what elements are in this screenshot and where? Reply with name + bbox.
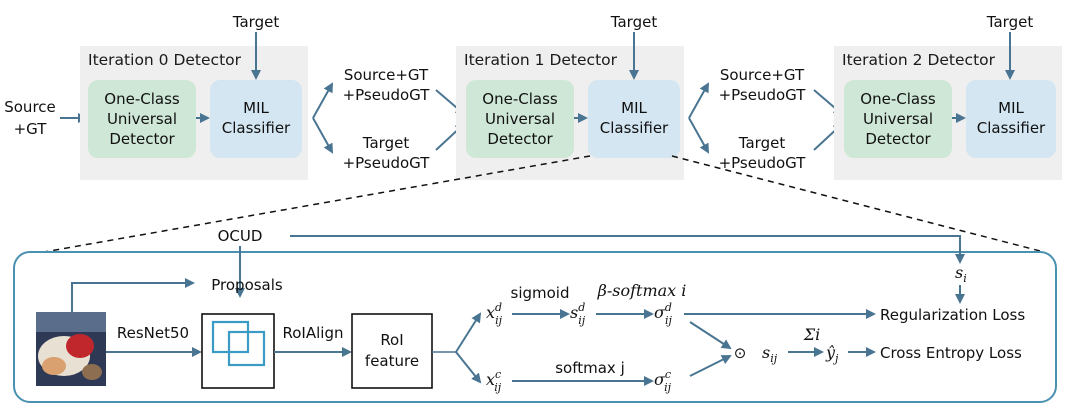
gt-label: +GT (14, 120, 48, 138)
softmax-j-label: softmax j (555, 359, 625, 377)
sigmoid-label: sigmoid (511, 284, 570, 302)
branch-0-to-1: Source+GT +PseudoGT Target +PseudoGT (312, 66, 466, 172)
iter1-ocud-line3: Detector (487, 130, 553, 148)
iter2-ocud-box (844, 80, 952, 158)
proposal-box-2 (227, 330, 266, 367)
iter2-ocud-line2: Universal (863, 110, 933, 128)
iteration-2-title: Iteration 2 Detector (842, 51, 996, 69)
zoom-line-right (671, 155, 1045, 253)
iter1-mil-line1: MIL (621, 99, 647, 117)
ocud-label: OCUD (218, 227, 263, 245)
branch12-lower-line2: +PseudoGT (719, 154, 807, 172)
iter1-mil-box (588, 80, 680, 158)
proposal-box-1 (211, 320, 250, 354)
iter1-ocud-box (466, 80, 574, 158)
ocud-to-si-arrow (290, 235, 965, 264)
s-i: si (955, 263, 967, 285)
roi-feature-box (351, 313, 433, 389)
iter2-mil-box (966, 80, 1056, 158)
zoom-line-left (43, 155, 591, 253)
s-ij: sij (762, 343, 778, 365)
iteration-2-panel: Iteration 2 Detector One-Class Universal… (834, 46, 1062, 180)
beta-softmax-label: β-softmax i (597, 281, 687, 300)
branch12-upper-line2: +PseudoGT (719, 86, 807, 104)
iter0-mil-line2: Classifier (222, 119, 291, 137)
regularization-loss-label: Regularization Loss (880, 306, 1025, 324)
resnet-label: ResNet50 (117, 324, 189, 342)
iter2-mil-line1: MIL (998, 99, 1024, 117)
y-hat-j: ŷj (825, 343, 839, 365)
iter2-ocud-line1: One-Class (860, 90, 936, 108)
branch01-upper-line2: +PseudoGT (343, 86, 431, 104)
iter0-ocud-line2: Universal (107, 110, 177, 128)
iter2-mil-line2: Classifier (977, 119, 1046, 137)
iteration-0-title: Iteration 0 Detector (88, 51, 242, 69)
feature-map-box (201, 313, 275, 389)
branch01-upper-line1: Source+GT (344, 66, 429, 84)
iter1-ocud-line2: Universal (485, 110, 555, 128)
sigmac-to-odot-arrow (689, 355, 732, 377)
roi-feature-line2: feature (365, 352, 419, 370)
odot-symbol: ⊙ (734, 344, 747, 362)
mil-classifier-detail-frame (13, 251, 1057, 403)
branch01-lower-line1: Target (362, 134, 410, 152)
proposals-label: Proposals (211, 276, 283, 294)
branch12-upper-line1: Source+GT (720, 66, 805, 84)
image-to-proposals-arrow (71, 278, 195, 312)
sigmad-to-odot-arrow (689, 321, 732, 350)
iter1-target-label: Target (610, 13, 658, 31)
iter2-ocud-line3: Detector (865, 130, 931, 148)
source-label: Source (4, 98, 56, 116)
branch-1-to-2: Source+GT +PseudoGT Target +PseudoGT (688, 66, 844, 172)
iteration-1-title: Iteration 1 Detector (464, 51, 618, 69)
iter2-target-label: Target (986, 13, 1034, 31)
cross-entropy-loss-label: Cross Entropy Loss (880, 344, 1022, 362)
iter1-ocud-line1: One-Class (482, 90, 558, 108)
roi-feature-line1: RoI (380, 331, 403, 349)
iter0-ocud-line1: One-Class (104, 90, 180, 108)
iteration-0-panel: Iteration 0 Detector One-Class Universal… (80, 46, 308, 180)
branch01-lower-line2: +PseudoGT (343, 154, 431, 172)
iter1-mil-line2: Classifier (600, 119, 669, 137)
iteration-1-panel: Iteration 1 Detector One-Class Universal… (456, 46, 684, 180)
roialign-label: RoIAlign (283, 324, 344, 342)
roi-to-xd-arrow (455, 312, 482, 353)
iter0-mil-line1: MIL (243, 99, 269, 117)
iter0-ocud-box (88, 80, 196, 158)
roi-to-xc-arrow (455, 351, 482, 384)
iter0-mil-box (210, 80, 302, 158)
iter0-ocud-line3: Detector (109, 130, 175, 148)
branch12-lower-line1: Target (738, 134, 786, 152)
iter0-target-label: Target (232, 13, 280, 31)
input-image (36, 312, 106, 386)
sigma-i-label: Σi (803, 325, 820, 344)
